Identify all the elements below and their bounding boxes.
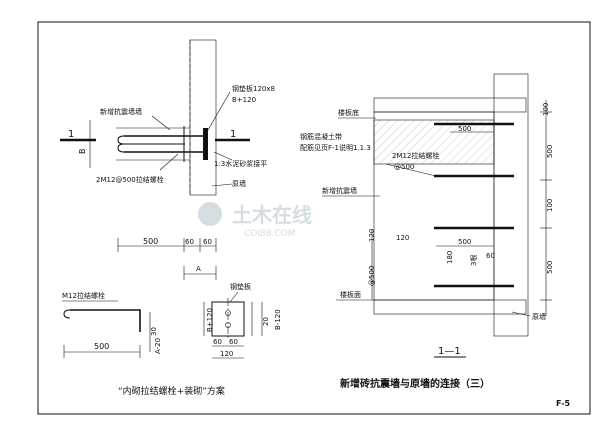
- bolt-dim-500: 500: [94, 342, 109, 351]
- section-view: 500 500 100 500 100 500 120 @500 180 3根 …: [300, 73, 554, 358]
- label-mortar: 1:3水泥砂浆接平: [214, 159, 267, 168]
- dim-b: B: [78, 149, 87, 155]
- label-new-wall: 新增抗震墙墙: [100, 107, 142, 116]
- section-mark-right: 1: [230, 129, 236, 140]
- label-floor-top: 楼板底: [338, 108, 359, 117]
- bolt-detail: M12拉结螺栓 500 30 A-20: [62, 291, 162, 358]
- left-dim-500: @500: [368, 266, 376, 286]
- label-steel-plate: 钢垫板120x8: [232, 84, 275, 93]
- dim-3bars: 3根: [469, 255, 478, 266]
- label-original-wall: 原墙: [532, 312, 546, 321]
- right-dim-100b: 100: [546, 199, 554, 212]
- bolt-detail-label: M12拉结螺栓: [62, 291, 105, 300]
- plate-dim-b120-right: B-120: [274, 309, 282, 330]
- dim-500: 500: [143, 237, 158, 246]
- label-beam-2: 配筋见页F-1说明1.1.3: [300, 143, 371, 152]
- right-dim-500a: 500: [546, 145, 554, 158]
- original-wall: [493, 73, 529, 337]
- dim-180: 180: [446, 251, 454, 264]
- dim-a: A: [196, 265, 201, 273]
- left-caption: “内砌拉结螺栓+装砌”方案: [118, 385, 225, 397]
- dim-120: 120: [396, 234, 409, 242]
- label-bolts: 2M12拉结螺栓: [392, 151, 439, 160]
- right-dim-100a: 100: [542, 103, 550, 116]
- watermark-text-cn: 土木在线: [232, 203, 312, 227]
- plate-dim-60a: 60: [213, 338, 222, 346]
- dim-60a: 60: [185, 238, 194, 246]
- watermark-logo-icon: [198, 202, 222, 226]
- sheet-border: [37, 21, 591, 415]
- label-floor-bottom: 楼板面: [340, 290, 361, 299]
- plate-dim-60b: 60: [229, 338, 238, 346]
- plate-dim-b120-left: B+120: [206, 308, 214, 332]
- left-dim-120: 120: [368, 229, 376, 242]
- section-tag: 1—1: [438, 346, 461, 357]
- bolt-dim-30: 30: [150, 327, 158, 336]
- label-new-wall: 新增抗震墙: [322, 186, 357, 195]
- top-slab: [373, 97, 527, 113]
- label-beam: 钢筋混凝土带: [300, 132, 342, 141]
- label-original-wall: 原墙: [232, 179, 246, 188]
- original-wall-hatch: [189, 39, 217, 196]
- inner-dim-spacing: 500: [458, 238, 471, 246]
- label-bolts: 2M12@500拉结螺栓: [96, 175, 164, 184]
- label-bolt-spacing: @500: [394, 163, 414, 171]
- dim-60b: 60: [203, 238, 212, 246]
- main-caption: 新增砖抗震墙与原墙的连接（三）: [340, 377, 490, 390]
- plate-dim-120: 120: [220, 350, 233, 358]
- section-mark-left: 1: [68, 129, 74, 140]
- plate-detail-label: 钢垫板: [230, 282, 251, 291]
- dim-60: 60: [486, 252, 495, 260]
- inner-dim-500: 500: [458, 125, 471, 133]
- watermark: 土木在线 COI88.COM: [198, 202, 312, 239]
- new-wall: [373, 111, 495, 301]
- left-plan-detail: 1 1 B 新增抗震墙墙 钢垫板120x8 B+120 1:3水泥砂浆接平 2M…: [60, 39, 275, 280]
- plate-dim-20: 20: [262, 317, 270, 326]
- steel-plate: [203, 128, 208, 160]
- label-plate-width: B+120: [232, 96, 256, 104]
- plate-detail: 钢垫板 B+120 20 B-120 60 60 120: [203, 282, 282, 359]
- bolt-dim-a20: A-20: [154, 338, 162, 354]
- right-dim-500b: 500: [546, 261, 554, 274]
- sheet-number: F-5: [556, 399, 571, 408]
- bottom-slab: [373, 299, 527, 315]
- watermark-text-en: COI88.COM: [244, 229, 295, 239]
